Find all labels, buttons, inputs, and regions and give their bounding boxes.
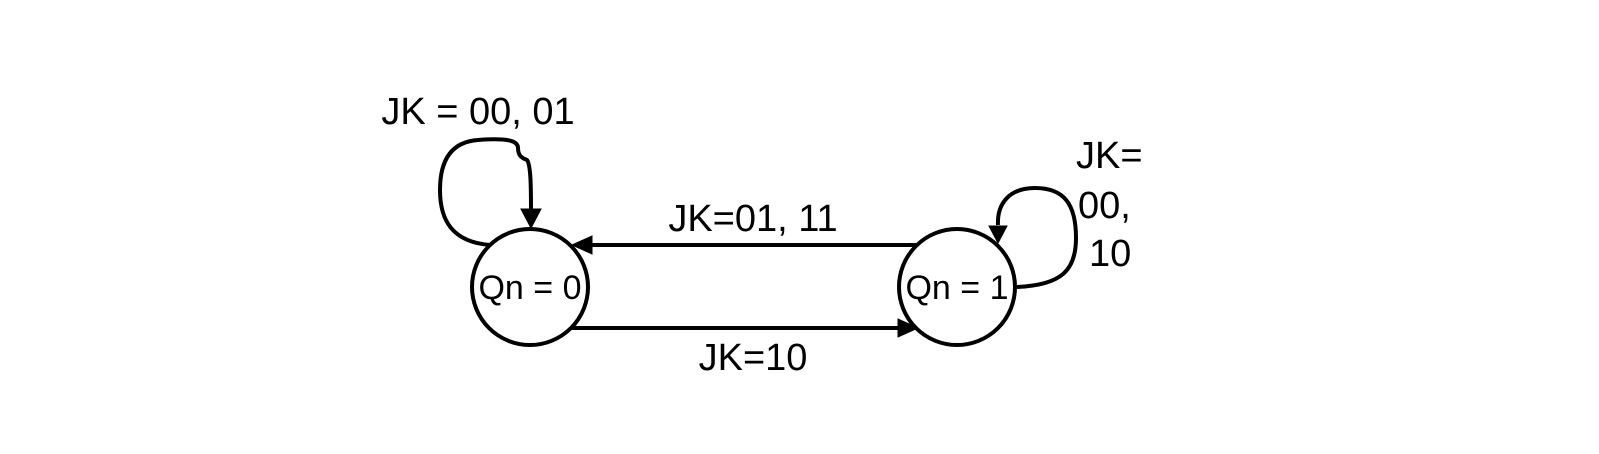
self-loop-q0-label: JK = 00, 01	[381, 91, 574, 133]
self-loop-q1-arrowhead	[988, 225, 1008, 245]
transition-q1-to-q0-arrowhead	[570, 235, 593, 255]
self-loop-q1-edge	[995, 185, 1079, 289]
self-loop-q1-label-line-2: 00,	[1078, 185, 1131, 227]
state-node-q1-label: Qn = 1	[905, 269, 1008, 307]
transition-q1-to-q0-label: JK=01, 11	[668, 198, 837, 240]
self-loop-q0-arrowhead	[520, 208, 542, 230]
self-loop-q1-label-line-1: JK=	[1076, 135, 1143, 177]
self-loop-q1-label: JK= 00, 10	[1076, 135, 1143, 275]
state-node-q1: Qn = 1	[897, 227, 1017, 347]
state-node-q0: Qn = 0	[470, 227, 590, 347]
transition-q0-to-q1-label: JK=10	[699, 337, 808, 379]
self-loop-q1-label-line-3: 10	[1089, 233, 1131, 275]
state-node-q0-circle	[470, 227, 590, 347]
state-node-q0-label: Qn = 0	[478, 269, 581, 307]
transition-q0-to-q1-arrowhead	[897, 318, 920, 338]
self-loop-q0-edge	[437, 137, 533, 247]
state-node-q1-circle	[897, 227, 1017, 347]
